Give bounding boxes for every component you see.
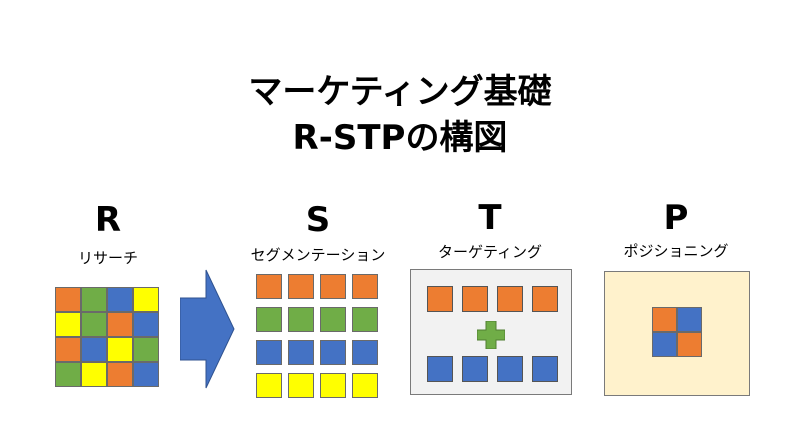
step-letter-r: R (94, 200, 122, 240)
segment-cell (352, 307, 378, 332)
segment-cell (320, 340, 346, 365)
position-cell (677, 332, 702, 357)
segment-cell (288, 274, 314, 299)
segment-cell (352, 373, 378, 398)
segment-cell (256, 340, 282, 365)
research-cell (107, 287, 133, 312)
segment-cell (288, 373, 314, 398)
position-cell (652, 332, 677, 357)
position-cell (652, 307, 677, 332)
research-cell (107, 362, 133, 387)
positioning-panel (604, 271, 750, 396)
segment-square (427, 356, 453, 382)
research-cell (133, 362, 159, 387)
segment-cell (256, 373, 282, 398)
target-segment-row (427, 356, 558, 382)
step-letter-s: S (305, 200, 331, 240)
diagram-title-line2: R-STPの構図 (292, 118, 508, 158)
step-label-segmentation: セグメンテーション (250, 246, 386, 264)
segment-square (532, 286, 558, 312)
plus-icon (477, 321, 505, 349)
segment-square (497, 286, 523, 312)
diagram-title-line1: マーケティング基礎 (248, 72, 552, 112)
research-cell (55, 312, 81, 337)
segment-cell (256, 274, 282, 299)
research-cell (81, 362, 107, 387)
targeting-panel (410, 269, 572, 395)
research-cell (81, 312, 107, 337)
segmentation-grid (256, 274, 378, 398)
segment-cell (320, 307, 346, 332)
segment-cell (288, 340, 314, 365)
targeted-segment-row (427, 286, 558, 312)
segment-cell (352, 340, 378, 365)
research-cell (133, 287, 159, 312)
segment-square (497, 356, 523, 382)
research-cell (55, 287, 81, 312)
research-cell (55, 337, 81, 362)
positioning-grid (652, 307, 702, 357)
segment-square (462, 286, 488, 312)
step-letter-p: P (663, 198, 689, 238)
research-cell (55, 362, 81, 387)
segment-cell (256, 307, 282, 332)
research-cell (107, 312, 133, 337)
research-cell (81, 337, 107, 362)
research-cell (133, 337, 159, 362)
research-cell (107, 337, 133, 362)
segment-cell (320, 274, 346, 299)
process-arrow-icon (180, 269, 235, 389)
position-cell (677, 307, 702, 332)
research-mixed-grid (55, 287, 159, 387)
segment-cell (352, 274, 378, 299)
step-label-positioning: ポジショニング (623, 242, 729, 260)
segment-cell (320, 373, 346, 398)
segment-cell (288, 307, 314, 332)
research-cell (133, 312, 159, 337)
step-label-targeting: ターゲティング (437, 243, 543, 261)
segment-square (532, 356, 558, 382)
step-label-research: リサーチ (77, 249, 138, 267)
step-letter-t: T (478, 198, 502, 238)
segment-square (427, 286, 453, 312)
research-cell (81, 287, 107, 312)
segment-square (462, 356, 488, 382)
